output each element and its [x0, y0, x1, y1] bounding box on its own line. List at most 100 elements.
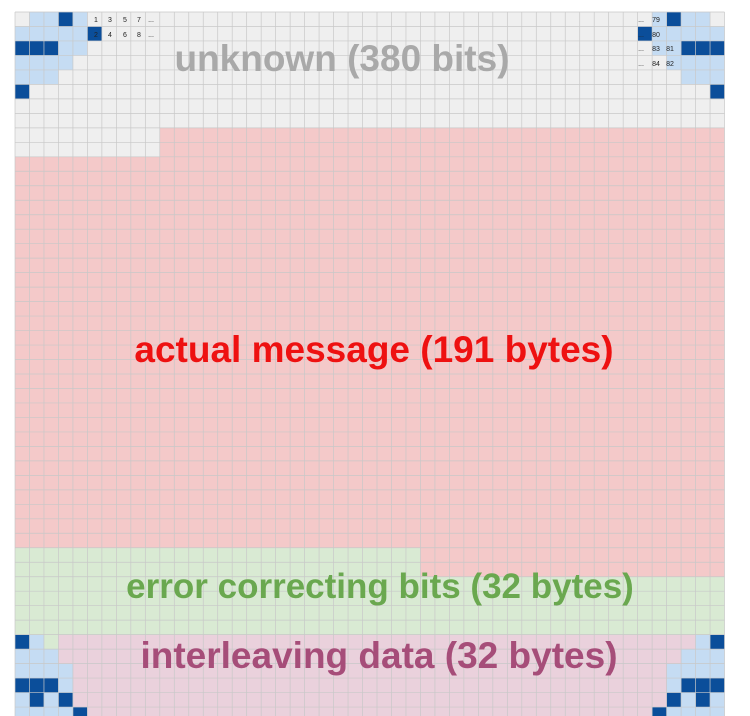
- finder-bottom-right-module: [695, 707, 711, 716]
- bit-num-right-row3-81: 81: [666, 46, 674, 53]
- finder-bottom-right-module: [681, 678, 696, 693]
- finder-top-left-module: [58, 12, 73, 27]
- finder-top-right-module: [710, 40, 725, 56]
- finder-patterns: [15, 12, 725, 716]
- finder-bottom-left-module: [58, 678, 73, 693]
- finder-bottom-right-module: [710, 678, 725, 693]
- finder-bottom-left-module: [15, 707, 30, 716]
- finder-top-right-module: [710, 26, 725, 41]
- finder-top-right-module: [695, 69, 711, 85]
- finder-bottom-left-module: [43, 678, 59, 693]
- finder-top-right-module: [681, 26, 696, 41]
- finder-top-right-module: [710, 84, 725, 99]
- bit-num-right-row3-83: 83: [652, 46, 660, 53]
- finder-bottom-left-module: [15, 678, 30, 693]
- bit-num-left-row1-ellipsis: ...: [148, 17, 154, 24]
- finder-top-left-module: [72, 40, 88, 56]
- bit-num-left-row2-ellipsis: ...: [148, 32, 154, 39]
- bit-num-right-row2-ellipsis: ...: [638, 32, 644, 39]
- finder-bottom-left-module: [15, 634, 30, 650]
- finder-top-left-module: [72, 26, 88, 41]
- finder-top-left-module: [58, 40, 73, 56]
- finder-top-left-module: [58, 26, 73, 41]
- finder-bottom-left-module: [58, 692, 73, 708]
- bit-num-right-row4-84: 84: [652, 61, 660, 68]
- finder-bottom-left-module: [43, 692, 59, 708]
- finder-bottom-left-module: [29, 678, 44, 693]
- finder-bottom-right-module: [695, 634, 711, 650]
- bit-num-right-row4-ellipsis: ...: [638, 61, 644, 68]
- bit-num-right-row1-79: 79: [652, 17, 660, 24]
- finder-top-right-module: [695, 40, 711, 56]
- finder-bottom-right-module: [695, 663, 711, 679]
- finder-top-right-module: [666, 55, 682, 70]
- finder-bottom-right-module: [695, 692, 711, 708]
- bit-num-left-row2-2: 2: [94, 32, 98, 39]
- finder-top-left-module: [15, 26, 30, 41]
- region-labels: unknown (380 bits) actual message (191 b…: [126, 38, 634, 676]
- finder-top-right-module: [695, 55, 711, 70]
- finder-bottom-left-module: [29, 707, 44, 716]
- bit-num-left-row2-8: 8: [137, 32, 141, 39]
- finder-bottom-right-module: [710, 634, 725, 650]
- finder-bottom-right-module: [681, 707, 696, 716]
- finder-top-left-module: [15, 55, 30, 70]
- finder-bottom-right-module: [666, 692, 682, 708]
- finder-top-left-module: [15, 40, 30, 56]
- finder-bottom-left-module: [29, 649, 44, 664]
- finder-bottom-right-module: [681, 663, 696, 679]
- finder-top-right-module: [681, 12, 696, 27]
- finder-bottom-left-module: [43, 649, 59, 664]
- finder-bottom-right-module: [666, 678, 682, 693]
- message-region-label: actual message (191 bytes): [134, 329, 613, 370]
- finder-top-left-module: [29, 12, 44, 27]
- finder-top-left-module: [43, 55, 59, 70]
- finder-bottom-right-module: [710, 692, 725, 708]
- finder-top-right-module: [681, 40, 696, 56]
- finder-bottom-left-module: [72, 707, 88, 716]
- finder-bottom-right-module: [710, 663, 725, 679]
- bit-num-left-row1-3: 3: [108, 17, 112, 24]
- finder-top-right-module: [637, 26, 653, 41]
- finder-top-right-module: [652, 26, 667, 41]
- unknown-region-label: unknown (380 bits): [174, 38, 509, 79]
- finder-bottom-left-module: [29, 634, 44, 650]
- ecc-region-label: error correcting bits (32 bytes): [126, 567, 634, 606]
- finder-top-left-module: [15, 69, 30, 85]
- bit-num-right-row2-80: 80: [652, 32, 660, 39]
- finder-bottom-left-module: [58, 663, 73, 679]
- finder-bottom-right-module: [710, 707, 725, 716]
- bit-num-left-row1-1: 1: [94, 17, 98, 24]
- interleave-region-label: interleaving data (32 bytes): [140, 635, 617, 676]
- finder-bottom-left-module: [58, 707, 73, 716]
- finder-top-right-module: [666, 40, 682, 56]
- bit-num-right-row3-ellipsis: ...: [638, 46, 644, 53]
- finder-bottom-right-module: [695, 678, 711, 693]
- finder-bottom-left-module: [15, 663, 30, 679]
- finder-top-left-module: [58, 55, 73, 70]
- bit-num-left-row2-6: 6: [123, 32, 127, 39]
- finder-top-right-module: [652, 40, 667, 56]
- finder-top-left-module: [72, 12, 88, 27]
- finder-top-left-module: [15, 84, 30, 99]
- module-grid: [14, 11, 725, 716]
- finder-top-right-module: [681, 55, 696, 70]
- finder-bottom-right-module: [652, 707, 667, 716]
- finder-bottom-right-module: [666, 663, 682, 679]
- finder-top-right-module: [695, 12, 711, 27]
- finder-top-right-module: [666, 26, 682, 41]
- finder-top-left-module: [43, 40, 59, 56]
- bit-num-right-row4-82: 82: [666, 61, 674, 68]
- message-region: [15, 156, 725, 548]
- finder-top-left-module: [29, 55, 44, 70]
- bit-num-left-row2-4: 4: [108, 32, 112, 39]
- finder-top-left-module: [87, 26, 102, 41]
- finder-bottom-right-module: [681, 692, 696, 708]
- finder-bottom-left-module: [43, 707, 59, 716]
- finder-bottom-left-module: [15, 649, 30, 664]
- finder-top-left-module: [29, 40, 44, 56]
- finder-top-right-module: [666, 12, 682, 27]
- finder-top-right-module: [681, 69, 696, 85]
- finder-top-left-module: [29, 69, 44, 85]
